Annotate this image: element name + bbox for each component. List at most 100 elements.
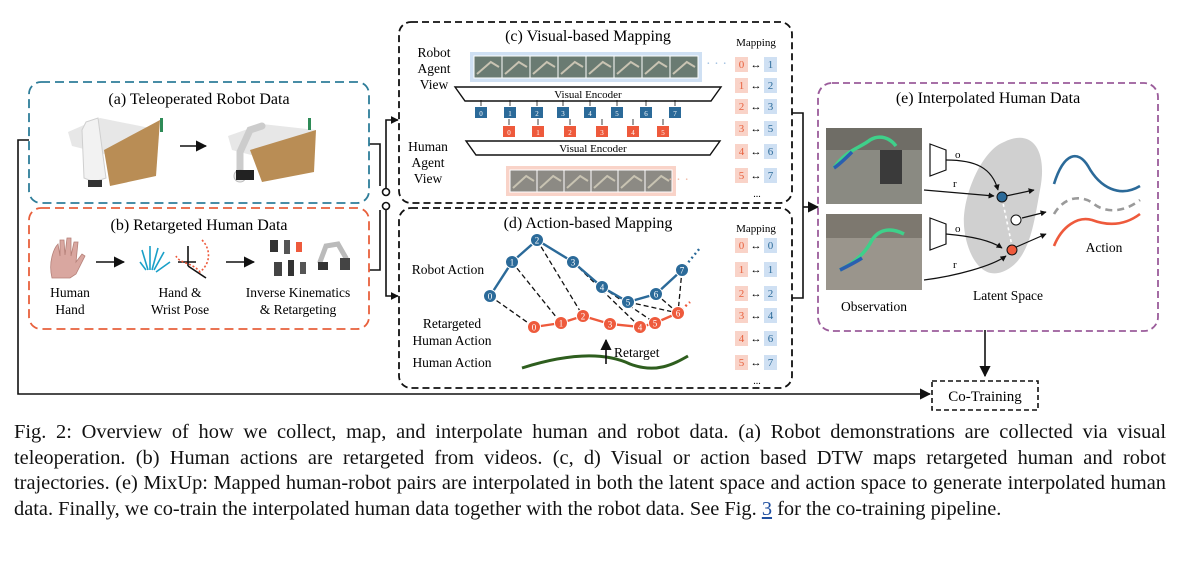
step-hand-pose-1: Hand & <box>158 285 202 300</box>
robot-token <box>669 107 681 118</box>
teleop-robot-photo <box>228 118 316 183</box>
mapping-robot-cell <box>764 355 777 370</box>
human-frame-content <box>593 174 616 189</box>
retargeted-action-node <box>603 317 617 331</box>
mapping-human-index: 4 <box>739 146 745 158</box>
mapping-robot-cell <box>764 262 777 277</box>
teleop-human-photo <box>68 117 163 187</box>
mapping-human-cell <box>735 99 748 114</box>
robot-frame-content <box>504 60 528 75</box>
mapping-d-list: 0↔01↔12↔23↔44↔65↔7 <box>735 238 777 370</box>
retargeted-node-label: 6 <box>676 309 681 319</box>
step-ik-2: & Retargeting <box>260 302 337 317</box>
step-human-hand-2: Hand <box>55 302 84 317</box>
mapping-human-index: 0 <box>739 240 745 252</box>
robot-token-label: 4 <box>588 110 592 118</box>
mapping-arrow: ↔ <box>751 123 762 135</box>
robot-action-node <box>621 295 635 309</box>
figure-reference-link[interactable]: 3 <box>761 497 773 520</box>
human-view-label-1: Human <box>408 139 448 154</box>
robot-view-frame <box>669 55 699 79</box>
step-human-hand-1: Human <box>50 285 90 300</box>
retargeted-action-node <box>648 316 662 330</box>
retarget-label: Retarget <box>614 345 660 360</box>
retargeted-node-label: 5 <box>653 319 658 329</box>
retargeted-action-label-2: Human Action <box>412 333 491 348</box>
robot-token-label: 0 <box>479 110 483 118</box>
dtw-link <box>627 301 679 314</box>
mapping-human-cell <box>735 144 748 159</box>
robot-node-label: 1 <box>510 258 515 268</box>
mapping-arrow: ↔ <box>751 240 762 252</box>
r-label-human: r <box>953 259 957 271</box>
mapping-robot-cell <box>764 144 777 159</box>
robot-action-node <box>595 280 609 294</box>
mapping-arrow: ↔ <box>751 310 762 322</box>
encoder-o-robot <box>929 143 947 177</box>
retargeted-node-label: 2 <box>581 312 586 322</box>
latent-interp-line <box>1001 197 1013 247</box>
mapping-human-cell <box>735 121 748 136</box>
robot-view-label-2: Agent <box>418 61 451 76</box>
human-token-label: 0 <box>507 129 511 137</box>
human-frame-content <box>566 174 589 189</box>
step-hand-pose-2: Wrist Pose <box>151 302 209 317</box>
robot-node-label: 4 <box>600 283 605 293</box>
human-frame-content <box>539 174 562 189</box>
robot-action-node <box>566 255 580 269</box>
mapping-human-cell <box>735 168 748 183</box>
panel-a-title: (a) Teleoperated Robot Data <box>108 91 289 108</box>
panel-b-title: (b) Retargeted Human Data <box>111 217 288 234</box>
robot-token <box>640 107 652 118</box>
mapping-robot-index: 6 <box>768 146 774 158</box>
mapping-robot-index: 2 <box>768 80 774 92</box>
mapping-robot-index: 6 <box>768 333 774 345</box>
mapping-robot-index: 4 <box>768 310 774 322</box>
visual-encoder-robot <box>453 86 723 102</box>
panel-a-border <box>28 81 370 204</box>
robot-frame-content <box>588 60 612 75</box>
dtw-link <box>489 295 535 328</box>
latent-space-label: Latent Space <box>973 288 1043 303</box>
human-token-label: 2 <box>568 129 572 137</box>
mapping-arrow: ↔ <box>751 80 762 92</box>
human-frames-ellipsis: · · · <box>668 173 689 188</box>
human-token-label: 3 <box>600 129 604 137</box>
robot-frame-content <box>476 60 500 75</box>
robot-view-frames <box>470 52 702 82</box>
robot-token <box>531 107 543 118</box>
human-token <box>627 126 639 137</box>
mapping-human-index: 5 <box>739 170 745 182</box>
caption-text: Fig. 2: Overview of how we collect, map,… <box>14 421 1166 520</box>
mapping-robot-index: 1 <box>768 59 774 71</box>
mapping-human-index: 0 <box>739 59 745 71</box>
retargeted-robot-hands <box>270 240 350 276</box>
robot-node-label: 2 <box>535 236 540 246</box>
robot-token-label: 3 <box>561 110 565 118</box>
retargeted-node-label: 1 <box>559 319 564 329</box>
human-token <box>532 126 544 137</box>
human-view-label-2: Agent <box>412 155 445 170</box>
human-action-curve <box>521 354 689 370</box>
robot-node-label: 7 <box>680 266 685 276</box>
human-view-frames <box>506 166 676 196</box>
observation-human-image <box>826 214 922 290</box>
panel-d-title: (d) Action-based Mapping <box>504 215 673 232</box>
robot-frame-content <box>616 60 640 75</box>
robot-token <box>584 107 596 118</box>
latent-human-point <box>1006 244 1018 256</box>
robot-token-label: 2 <box>535 110 539 118</box>
mapping-arrow: ↔ <box>751 146 762 158</box>
robot-token-label: 1 <box>508 110 512 118</box>
hand-pose-figure <box>139 239 210 279</box>
retargeted-node-label: 4 <box>638 323 643 333</box>
visual-encoder-human-label: Visual Encoder <box>559 143 627 155</box>
mapping-arrow: ↔ <box>751 170 762 182</box>
mapping-human-cell <box>735 355 748 370</box>
panel-retargeted-human-data: (b) Retargeted Human Data Human Hand Han… <box>28 207 370 330</box>
dtw-link <box>536 239 584 317</box>
mapping-robot-cell <box>764 238 777 253</box>
visual-encoder-robot-label: Visual Encoder <box>554 89 622 101</box>
